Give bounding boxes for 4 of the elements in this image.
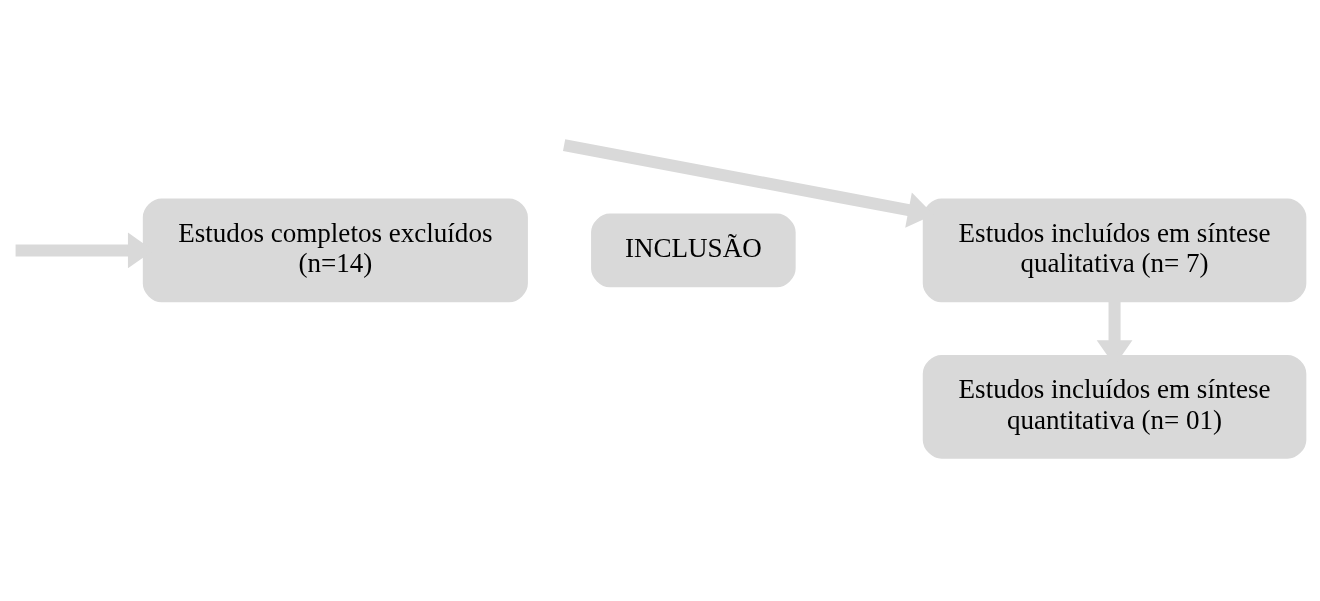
node-box: Estudos incluídos em síntese qualitativa (n= 7) (922, 198, 1307, 302)
node-box: INCLUSÃO (591, 213, 796, 287)
node-box: Estudos completos excluídos (n=14) (142, 198, 528, 302)
node-box: Estudos incluídos em síntese quantitativa (n= 01) (922, 354, 1307, 459)
